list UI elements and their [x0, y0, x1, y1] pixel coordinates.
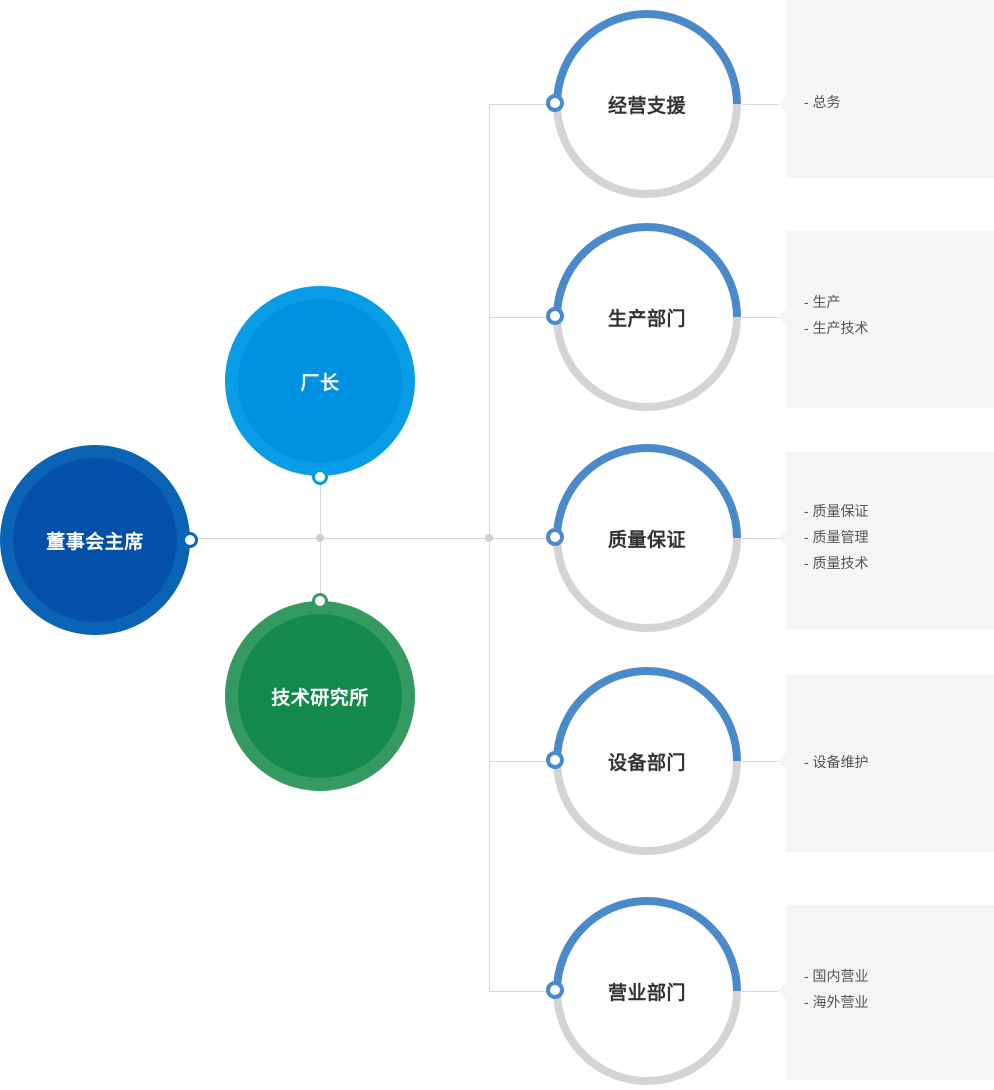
sub-unit-item: - 海外营业	[804, 994, 869, 1010]
sub-unit-panel-production: - 生产 - 生产技术	[778, 231, 994, 408]
institute-label: 技术研究所	[271, 687, 369, 709]
sub-unit-list: - 国内营业 - 海外营业	[804, 963, 869, 1015]
department-knob	[546, 307, 564, 325]
department-knob	[546, 751, 564, 769]
department-node-equipment: 设备部门	[546, 666, 742, 856]
department-knob	[546, 981, 564, 999]
junction-dot-trunk	[485, 534, 493, 542]
department-ring	[553, 10, 741, 198]
department-node-business-support: 经营支援	[546, 9, 742, 199]
panel-connector-3	[742, 538, 778, 539]
department-node-production: 生产部门	[546, 222, 742, 412]
sub-unit-list: - 设备维护	[804, 749, 869, 775]
director-node: 厂长	[225, 286, 415, 476]
sub-unit-item: - 质量保证	[804, 503, 869, 519]
sub-unit-panel-quality: - 质量保证 - 质量管理 - 质量技术	[778, 452, 994, 629]
sub-unit-list: - 质量保证 - 质量管理 - 质量技术	[804, 498, 869, 576]
panel-connector-1	[742, 104, 778, 105]
department-node-sales: 营业部门	[546, 896, 742, 1086]
department-ring	[553, 444, 741, 632]
sub-unit-item: - 质量技术	[804, 555, 869, 571]
department-label: 经营支援	[607, 95, 686, 117]
sub-unit-item: - 总务	[804, 94, 841, 110]
junction-dot-director	[316, 534, 324, 542]
chairman-node: 董事会主席	[0, 445, 190, 635]
department-ring	[553, 667, 741, 855]
department-label: 质量保证	[607, 529, 686, 551]
department-ring	[553, 223, 741, 411]
director-connector-knob	[312, 469, 328, 485]
branch-connector-2	[489, 317, 552, 318]
institute-node: 技术研究所	[225, 601, 415, 791]
sub-unit-panel-business-support: - 总务	[778, 0, 994, 178]
sub-unit-item: - 质量管理	[804, 529, 869, 545]
sub-unit-item: - 国内营业	[804, 968, 869, 984]
sub-unit-list: - 总务	[804, 89, 841, 115]
panel-connector-2	[742, 317, 778, 318]
department-ring	[553, 897, 741, 1085]
main-horizontal-connector	[190, 538, 552, 539]
director-label: 厂长	[300, 372, 340, 394]
chairman-connector-knob	[182, 532, 198, 548]
department-trunk-connector	[489, 104, 490, 991]
department-label: 设备部门	[607, 752, 686, 774]
branch-connector-4	[489, 761, 552, 762]
branch-connector-1	[489, 104, 552, 105]
department-label: 生产部门	[607, 308, 686, 330]
sub-unit-item: - 生产	[804, 294, 841, 310]
sub-unit-panel-equipment: - 设备维护	[778, 675, 994, 852]
institute-connector-knob	[312, 593, 328, 609]
chairman-label: 董事会主席	[46, 531, 144, 553]
branch-connector-5	[489, 991, 552, 992]
department-node-quality: 质量保证	[546, 443, 742, 633]
sub-unit-item: - 设备维护	[804, 754, 869, 770]
panel-connector-5	[742, 991, 778, 992]
sub-unit-list: - 生产 - 生产技术	[804, 289, 869, 341]
sub-unit-item: - 生产技术	[804, 320, 869, 336]
department-label: 营业部门	[607, 982, 686, 1004]
panel-connector-4	[742, 761, 778, 762]
department-knob	[546, 528, 564, 546]
department-knob	[546, 94, 564, 112]
sub-unit-panel-sales: - 国内营业 - 海外营业	[778, 905, 994, 1080]
